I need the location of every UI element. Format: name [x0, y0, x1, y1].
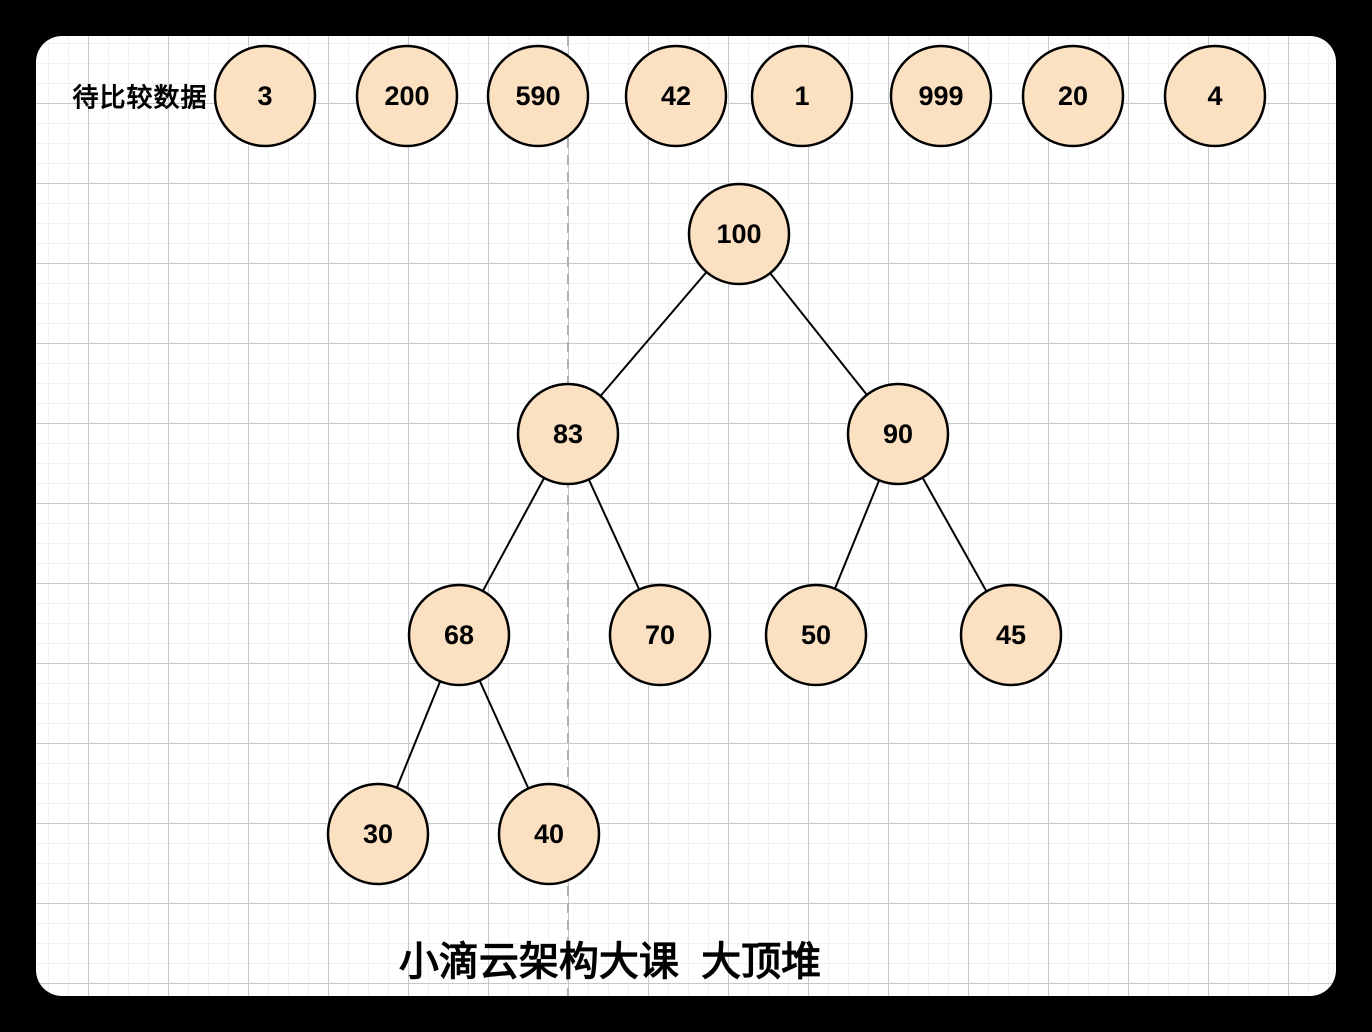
heap-node-value: 70: [645, 620, 675, 650]
heap-node-value: 68: [444, 620, 474, 650]
heap-node-value: 100: [716, 219, 761, 249]
pending-node-value: 1: [794, 81, 809, 111]
pending-node: 20: [1021, 44, 1125, 148]
pending-node: 1: [750, 44, 854, 148]
pending-node: 999: [889, 44, 993, 148]
heap-node: 30: [326, 782, 430, 886]
heap-node-value: 90: [883, 419, 913, 449]
heap-node-value: 45: [996, 620, 1026, 650]
pending-node-value: 999: [918, 81, 963, 111]
pending-node: 42: [624, 44, 728, 148]
pending-node: 590: [486, 44, 590, 148]
heap-node: 83: [516, 382, 620, 486]
pending-node: 4: [1163, 44, 1267, 148]
pending-node: 200: [355, 44, 459, 148]
heap-diagram: 3 200 590 42 1 999 20 4 100 83 90 68 70 50 45 30 40: [213, 36, 1267, 996]
heap-node: 40: [497, 782, 601, 886]
heap-node-value: 40: [534, 819, 564, 849]
heap-node: 90: [846, 382, 950, 486]
pending-node-value: 4: [1207, 81, 1222, 111]
heap-node: 45: [959, 583, 1063, 687]
pending-node-value: 42: [661, 81, 691, 111]
grid-canvas: 3 200 590 42 1 999 20 4 100 83 90 68 70 50 45 30 40 待比较数…: [36, 36, 1336, 996]
pending-node-value: 200: [384, 81, 429, 111]
diagram-caption: 小滴云架构大课 大顶堆: [398, 940, 822, 984]
heap-node-value: 50: [801, 620, 831, 650]
heap-node-value: 30: [363, 819, 393, 849]
heap-node-value: 83: [553, 419, 583, 449]
heap-node: 68: [407, 583, 511, 687]
heap-node: 50: [764, 583, 868, 687]
heap-node: 70: [608, 583, 712, 687]
heap-node: 100: [687, 182, 791, 286]
pending-data-label: 待比较数据: [72, 82, 208, 113]
pending-node-value: 590: [515, 81, 560, 111]
pending-node-value: 20: [1058, 81, 1088, 111]
pending-node: 3: [213, 44, 317, 148]
pending-node-value: 3: [257, 81, 272, 111]
